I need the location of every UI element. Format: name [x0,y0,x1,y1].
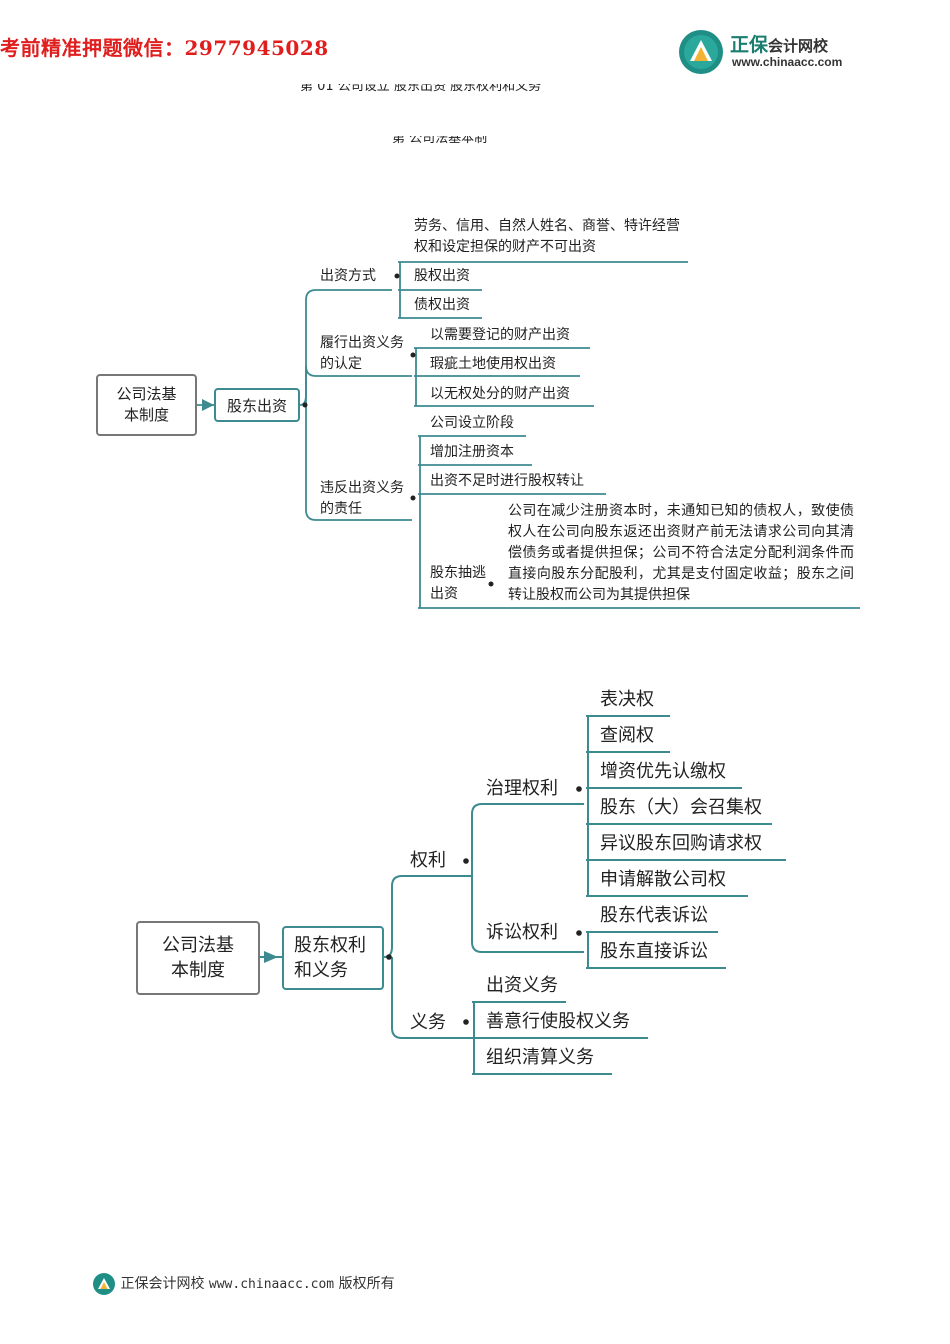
footer-logo-icon [93,1273,115,1295]
list-item: 以需要登记的财产出资 [430,327,570,343]
footer-rights: 版权所有 [338,1276,395,1292]
list-item: 股东直接诉讼 [600,941,708,962]
branch-litigation-rights: 诉讼权利 [486,922,558,943]
footer-brand: 正保会计网校 [120,1276,205,1292]
page-footer: 正保会计网校 www.chinaacc.com 版权所有 [92,1272,395,1296]
branch-obligation-recognition: 履行出资义务的认定 [320,335,404,372]
footer-url[interactable]: www.chinaacc.com [208,1277,335,1292]
branch-breach-liability: 违反出资义务的责任 [320,480,404,517]
branch-duties: 义务 [410,1012,446,1033]
list-item: 申请解散公司权 [600,869,726,890]
section-title-cutoff: 第 01 公司设立 股东出资 股东权利和义务 [300,84,542,94]
center-node-rights-duties: 股东权利和义务 [282,926,384,990]
root-node: 公司法基本制度 [136,921,260,995]
root-node: 公司法基本制度 [96,374,197,436]
logo-icon [679,30,723,74]
list-item: 瑕疵土地使用权出资 [430,356,556,372]
sub-title-cutoff: 第 公司法基本制 [392,136,488,146]
brand-logo: 正保会计网校 www.chinaacc.com [678,28,868,76]
list-item: 股东（大）会召集权 [600,797,762,818]
logo-name: 正保会计网校 [730,34,829,56]
list-item: 股权出资 [414,268,470,284]
logo-url: www.chinaacc.com [732,55,843,69]
list-item: 增资优先认缴权 [600,761,726,782]
list-item: 股东代表诉讼 [600,905,708,926]
center-node-capital: 股东出资 [214,388,300,422]
list-item: 公司设立阶段 [430,415,514,431]
list-item: 组织清算义务 [486,1047,594,1068]
withdrawal-description: 公司在减少注册资本时，未通知已知的债权人，致使债权人在公司向股东返还出资财产前无… [508,503,854,603]
list-item: 异议股东回购请求权 [600,833,762,854]
watermark-text: 考前精准押题微信：2977945028 [0,36,329,60]
branch-governance-rights: 治理权利 [486,778,558,799]
list-item: 以无权处分的财产出资 [430,386,570,402]
list-item: 出资义务 [486,975,558,996]
sub-branch-withdrawal: 股东抽逃出资 [430,565,486,602]
list-item: 查阅权 [600,725,654,746]
list-item: 善意行使股权义务 [486,1011,630,1032]
list-item: 劳务、信用、自然人姓名、商誉、特许经营权和设定担保的财产不可出资 [414,218,680,255]
list-item: 表决权 [600,689,654,710]
list-item: 增加注册资本 [430,444,514,460]
branch-rights: 权利 [410,850,446,871]
list-item: 债权出资 [414,297,470,313]
branch-contribution-method: 出资方式 [320,268,376,284]
page-number-cutoff [658,1290,684,1294]
list-item: 出资不足时进行股权转让 [430,473,584,489]
